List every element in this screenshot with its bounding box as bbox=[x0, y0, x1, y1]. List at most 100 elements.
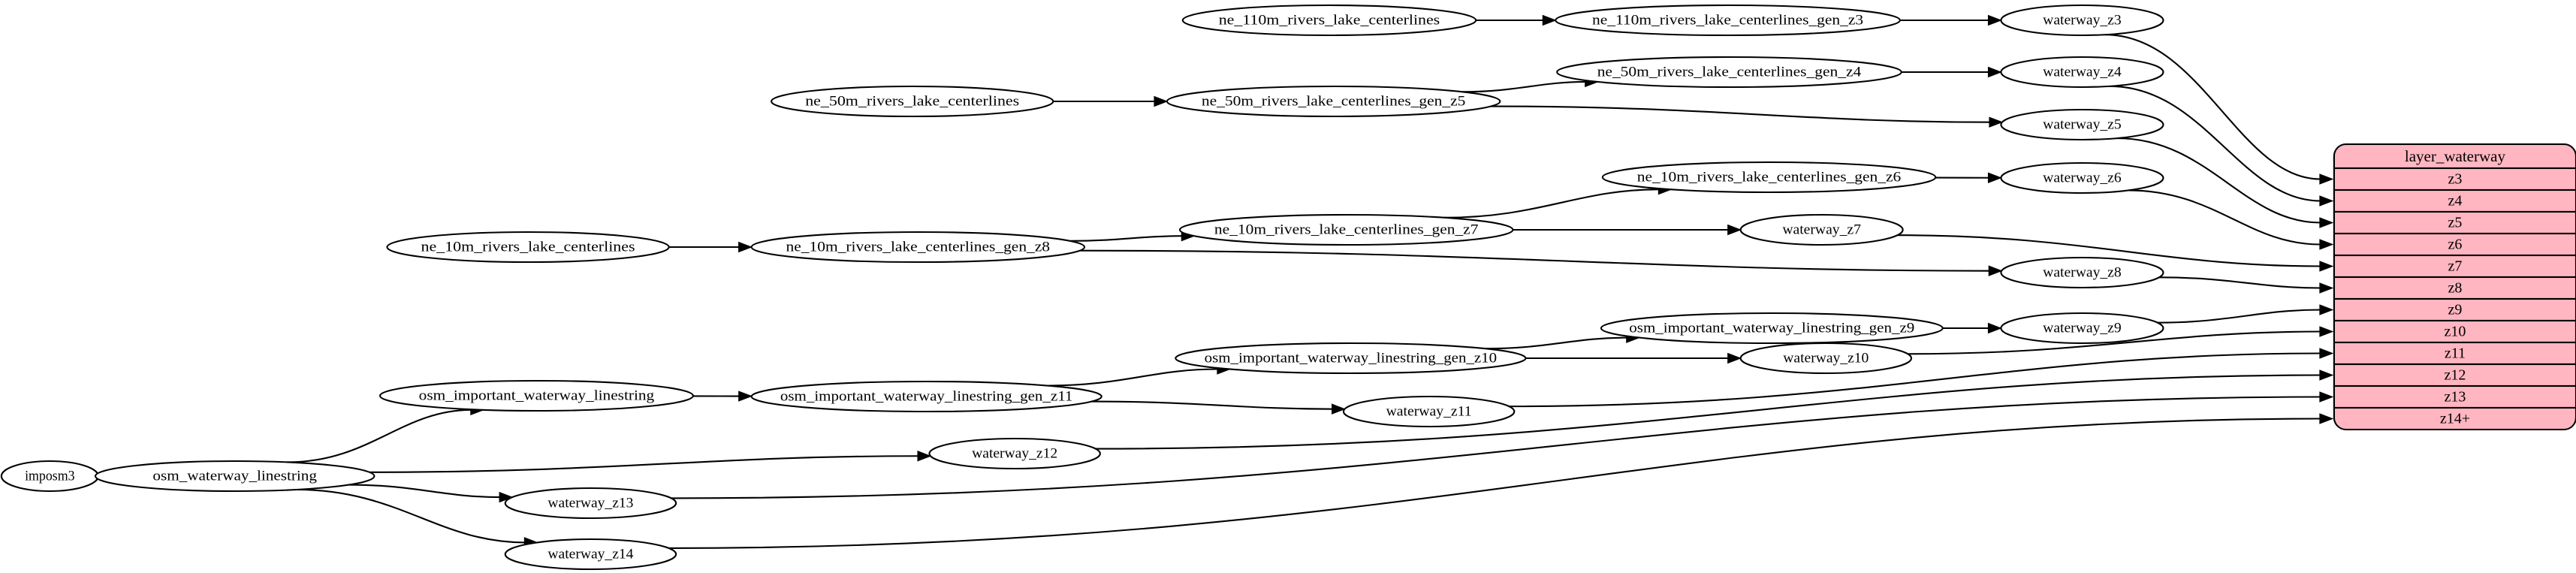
layer-waterway-table-title: layer_waterway bbox=[2405, 147, 2506, 165]
node-label-osm_important_waterway_linestring_gen_z9: osm_important_waterway_linestring_gen_z9 bbox=[1629, 321, 1914, 336]
node-waterway_z3[interactable]: waterway_z3 bbox=[2000, 4, 2164, 37]
edge-ne_10m_rivers_lake_centerlines_gen_z8-to-ne_10m_rivers_lake_centerlines_gen_z7 bbox=[1069, 235, 1183, 242]
node-waterway_z4[interactable]: waterway_z4 bbox=[2000, 56, 2164, 89]
edge-waterway_z3-to-layer_waterway-z3 bbox=[2104, 34, 2321, 180]
edge-ne_50m_rivers_lake_centerlines_gen_z5-to-waterway_z5 bbox=[1491, 105, 1990, 123]
node-ellipse-ne_10m_rivers_lake_centerlines bbox=[386, 231, 670, 264]
edge-arrowhead bbox=[1332, 403, 1346, 415]
node-label-ne_10m_rivers_lake_centerlines_gen_z8: ne_10m_rivers_lake_centerlines_gen_z8 bbox=[786, 240, 1051, 255]
node-waterway_z8[interactable]: waterway_z8 bbox=[2000, 256, 2164, 289]
edge-arrowhead bbox=[2319, 217, 2334, 228]
node-waterway_z11[interactable]: waterway_z11 bbox=[1342, 395, 1516, 428]
node-waterway_z7[interactable]: waterway_z7 bbox=[1739, 213, 1904, 246]
edge-arrowhead bbox=[2319, 239, 2334, 250]
edge-osm_important_waterway_linestring_gen_z11-to-osm_important_waterway_linestring_gen_z10 bbox=[1047, 368, 1218, 387]
edge-arrowhead bbox=[2319, 195, 2334, 207]
edge-ne_10m_rivers_lake_centerlines_gen_z8-to-waterway_z8 bbox=[1079, 249, 1990, 272]
layer-waterway-row-z5[interactable] bbox=[2333, 210, 2576, 235]
node-label-waterway_z5: waterway_z5 bbox=[2043, 117, 2122, 133]
edge-arrowhead bbox=[2319, 261, 2334, 272]
edge-arrowhead bbox=[1542, 14, 1557, 26]
node-label-waterway_z14: waterway_z14 bbox=[547, 547, 634, 562]
node-label-waterway_z8: waterway_z8 bbox=[2043, 265, 2122, 281]
edge-osm_waterway_linestring-to-waterway_z14 bbox=[296, 488, 526, 544]
layer-waterway-row-z3[interactable] bbox=[2333, 167, 2576, 192]
node-label-osm_important_waterway_linestring_gen_z11: osm_important_waterway_linestring_gen_z1… bbox=[780, 389, 1073, 405]
node-ne_50m_rivers_lake_centerlines[interactable]: ne_50m_rivers_lake_centerlines bbox=[771, 85, 1054, 118]
node-label-waterway_z4: waterway_z4 bbox=[2043, 65, 2122, 80]
layer-waterway-row-z14plus[interactable] bbox=[2333, 406, 2576, 430]
layer-waterway-row-z6[interactable] bbox=[2333, 232, 2576, 257]
node-label-waterway_z12: waterway_z12 bbox=[972, 446, 1057, 462]
node-ellipse-ne_10m_rivers_lake_centerlines_gen_z6 bbox=[1601, 161, 1937, 194]
edge-waterway_z14-to-layer_waterway-z14+ bbox=[668, 418, 2321, 549]
edge-arrowhead bbox=[2319, 326, 2334, 337]
layer-waterway-row-label-z8: z8 bbox=[2448, 280, 2462, 297]
edge-arrowhead bbox=[2319, 282, 2334, 294]
node-ne_50m_rivers_lake_centerlines_gen_z5[interactable]: ne_50m_rivers_lake_centerlines_gen_z5 bbox=[1166, 85, 1501, 118]
node-waterway_z10[interactable]: waterway_z10 bbox=[1739, 342, 1913, 375]
layer-waterway-row-z7[interactable] bbox=[2333, 254, 2576, 279]
layer-waterway-row-label-z13: z13 bbox=[2444, 389, 2466, 406]
edge-arrowhead bbox=[1987, 322, 2002, 334]
edges-layer bbox=[83, 14, 2334, 549]
layer-waterway-row-z10[interactable] bbox=[2333, 319, 2576, 344]
node-ne_10m_rivers_lake_centerlines[interactable]: ne_10m_rivers_lake_centerlines bbox=[386, 231, 670, 264]
node-ne_110m_rivers_lake_centerlines_gen_z3[interactable]: ne_110m_rivers_lake_centerlines_gen_z3 bbox=[1555, 4, 1901, 37]
node-ellipse-waterway_z14 bbox=[504, 538, 677, 571]
node-label-waterway_z13: waterway_z13 bbox=[547, 496, 633, 511]
node-osm_important_waterway_linestring_gen_z11[interactable]: osm_important_waterway_linestring_gen_z1… bbox=[750, 380, 1102, 413]
node-label-waterway_z3: waterway_z3 bbox=[2043, 13, 2122, 29]
node-ellipse-waterway_z3 bbox=[2000, 4, 2164, 37]
node-osm_important_waterway_linestring_gen_z9[interactable]: osm_important_waterway_linestring_gen_z9 bbox=[1600, 312, 1944, 345]
node-ellipse-ne_50m_rivers_lake_centerlines_gen_z5 bbox=[1166, 85, 1501, 118]
edge-waterway_z13-to-layer_waterway-z13 bbox=[671, 396, 2321, 499]
node-label-ne_10m_rivers_lake_centerlines_gen_z7: ne_10m_rivers_lake_centerlines_gen_z7 bbox=[1214, 222, 1479, 238]
node-ellipse-waterway_z6 bbox=[2000, 161, 2164, 195]
node-imposm3[interactable]: imposm3 bbox=[0, 460, 99, 493]
node-waterway_z9[interactable]: waterway_z9 bbox=[2000, 312, 2164, 345]
edge-arrowhead bbox=[1989, 116, 2004, 128]
node-label-waterway_z6: waterway_z6 bbox=[2043, 170, 2122, 186]
node-osm_waterway_linestring[interactable]: osm_waterway_linestring bbox=[94, 460, 376, 493]
node-waterway_z12[interactable]: waterway_z12 bbox=[928, 437, 1101, 470]
node-label-waterway_z9: waterway_z9 bbox=[2043, 321, 2122, 336]
edge-arrowhead bbox=[2319, 304, 2334, 315]
node-ne_10m_rivers_lake_centerlines_gen_z6[interactable]: ne_10m_rivers_lake_centerlines_gen_z6 bbox=[1601, 161, 1937, 194]
node-label-ne_50m_rivers_lake_centerlines_gen_z5: ne_50m_rivers_lake_centerlines_gen_z5 bbox=[1202, 94, 1466, 110]
layer-waterway-row-label-z11: z11 bbox=[2445, 345, 2466, 362]
edge-arrowhead bbox=[1154, 95, 1169, 107]
edge-arrowhead bbox=[2319, 391, 2334, 403]
node-ellipse-ne_50m_rivers_lake_centerlines bbox=[771, 85, 1054, 118]
layer-waterway-row-label-z4: z4 bbox=[2448, 193, 2462, 210]
node-ne_10m_rivers_lake_centerlines_gen_z7[interactable]: ne_10m_rivers_lake_centerlines_gen_z7 bbox=[1178, 213, 1514, 246]
node-waterway_z13[interactable]: waterway_z13 bbox=[504, 487, 677, 520]
node-waterway_z5[interactable]: waterway_z5 bbox=[2000, 108, 2164, 141]
edge-waterway_z5-to-layer_waterway-z5 bbox=[2116, 137, 2321, 224]
edge-arrowhead bbox=[1988, 265, 2003, 276]
edge-arrowhead bbox=[2319, 369, 2334, 381]
edge-waterway_z6-to-layer_waterway-z6 bbox=[2128, 189, 2321, 246]
edge-arrowhead bbox=[1987, 66, 2002, 78]
node-ne_50m_rivers_lake_centerlines_gen_z4[interactable]: ne_50m_rivers_lake_centerlines_gen_z4 bbox=[1556, 56, 1902, 89]
edge-waterway_z12-to-layer_waterway-z12 bbox=[1095, 374, 2321, 450]
node-ne_110m_rivers_lake_centerlines[interactable]: ne_110m_rivers_lake_centerlines bbox=[1181, 4, 1477, 37]
node-osm_important_waterway_linestring_gen_z10[interactable]: osm_important_waterway_linestring_gen_z1… bbox=[1175, 342, 1527, 375]
edge-waterway_z8-to-layer_waterway-z8 bbox=[2158, 276, 2321, 289]
node-waterway_z6[interactable]: waterway_z6 bbox=[2000, 161, 2164, 195]
node-osm_important_waterway_linestring[interactable]: osm_important_waterway_linestring bbox=[379, 379, 694, 412]
node-ellipse-ne_50m_rivers_lake_centerlines_gen_z4 bbox=[1556, 56, 1902, 89]
node-ellipse-osm_important_waterway_linestring_gen_z9 bbox=[1600, 312, 1944, 345]
layer-waterway-row-label-z3: z3 bbox=[2448, 171, 2462, 188]
node-ellipse-waterway_z5 bbox=[2000, 108, 2164, 141]
edge-osm_waterway_linestring-to-waterway_z12 bbox=[370, 455, 918, 473]
node-ne_10m_rivers_lake_centerlines_gen_z8[interactable]: ne_10m_rivers_lake_centerlines_gen_z8 bbox=[750, 231, 1086, 264]
node-ellipse-ne_10m_rivers_lake_centerlines_gen_z7 bbox=[1178, 213, 1514, 246]
node-waterway_z14[interactable]: waterway_z14 bbox=[504, 538, 677, 571]
node-ellipse-ne_10m_rivers_lake_centerlines_gen_z8 bbox=[750, 231, 1086, 264]
edge-waterway_z4-to-layer_waterway-z4 bbox=[2110, 85, 2321, 202]
edge-arrowhead bbox=[2319, 173, 2334, 185]
edge-arrowhead bbox=[1727, 352, 1742, 364]
edge-waterway_z10-to-layer_waterway-z10 bbox=[1908, 330, 2321, 355]
